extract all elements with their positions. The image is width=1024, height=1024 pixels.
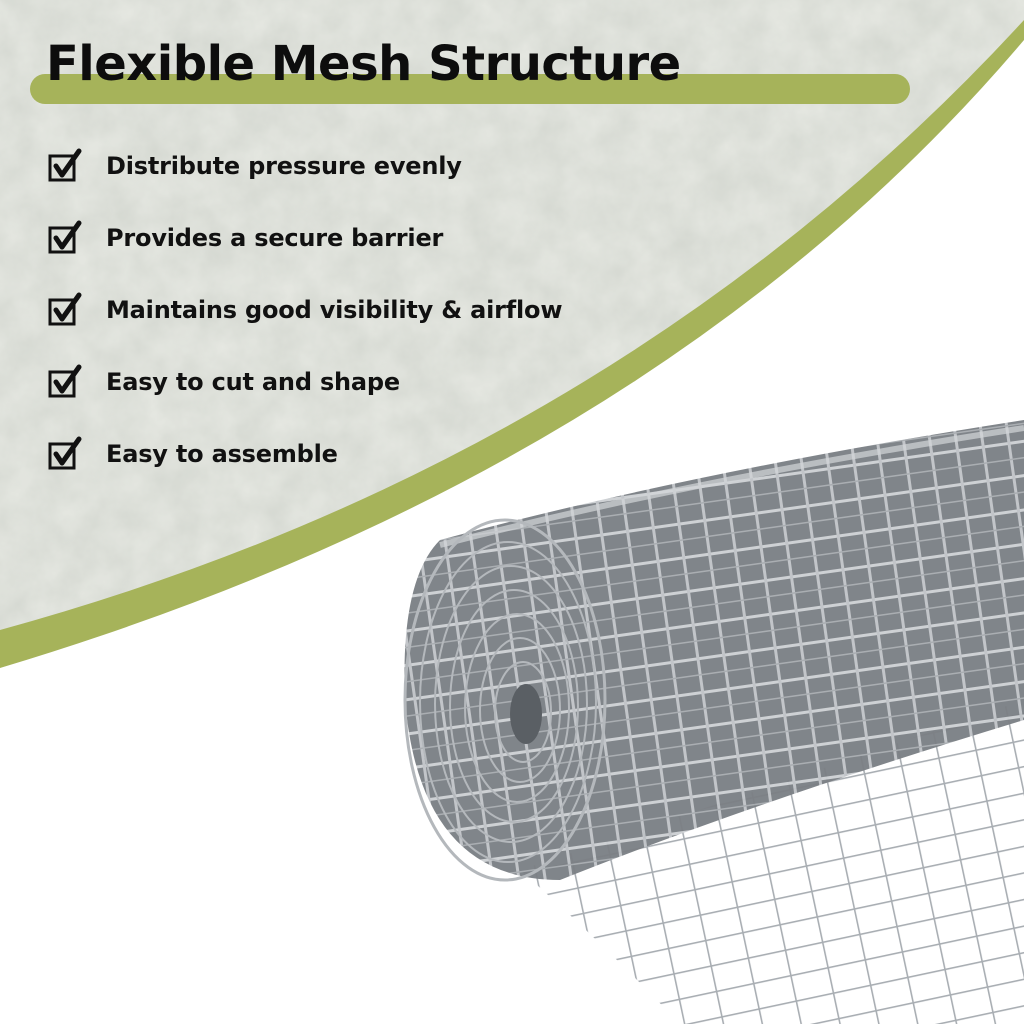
feature-item: Provides a secure barrier [48,218,562,258]
checkbox-checked-icon [48,364,82,400]
feature-item: Easy to assemble [48,434,562,474]
title-underline-bar [30,74,910,104]
flat-mesh [520,700,1024,1024]
feature-label: Easy to cut and shape [106,368,400,396]
checkbox-checked-icon [48,436,82,472]
page-title: Flexible Mesh Structure [46,36,681,92]
feature-item: Distribute pressure evenly [48,146,562,186]
checkbox-checked-icon [48,220,82,256]
checkbox-checked-icon [48,292,82,328]
feature-label: Maintains good visibility & airflow [106,296,563,324]
feature-item: Maintains good visibility & airflow [48,290,562,330]
feature-item: Easy to cut and shape [48,362,562,402]
feature-list: Distribute pressure evenly Provides a se… [48,146,562,506]
checkbox-checked-icon [48,148,82,184]
feature-label: Provides a secure barrier [106,224,444,252]
feature-label: Distribute pressure evenly [106,152,462,180]
feature-label: Easy to assemble [106,440,338,468]
green-swoosh [0,20,1024,668]
